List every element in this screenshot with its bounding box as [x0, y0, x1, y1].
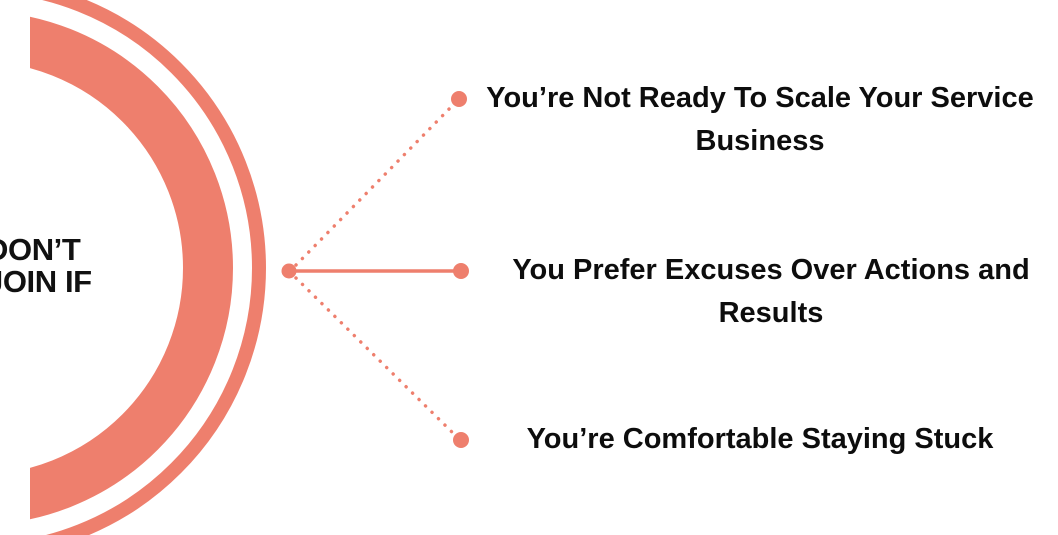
- list-item-label-1: You Prefer Excuses Over Actions and Resu…: [512, 254, 1030, 329]
- connector-hub-dot: [281, 263, 297, 279]
- bullet-dot-2: [453, 432, 469, 448]
- list-item-label-0: You’re Not Ready To Scale Your Service B…: [486, 82, 1034, 157]
- list-item-label-2: You’re Comfortable Staying Stuck: [526, 423, 994, 455]
- bullet-dot-1: [453, 263, 469, 279]
- bullet-dot-0: [451, 91, 467, 107]
- connector-line-0: [294, 102, 456, 267]
- page-title: DON’T JOIN IF: [0, 232, 92, 299]
- connector-line-2: [294, 276, 458, 438]
